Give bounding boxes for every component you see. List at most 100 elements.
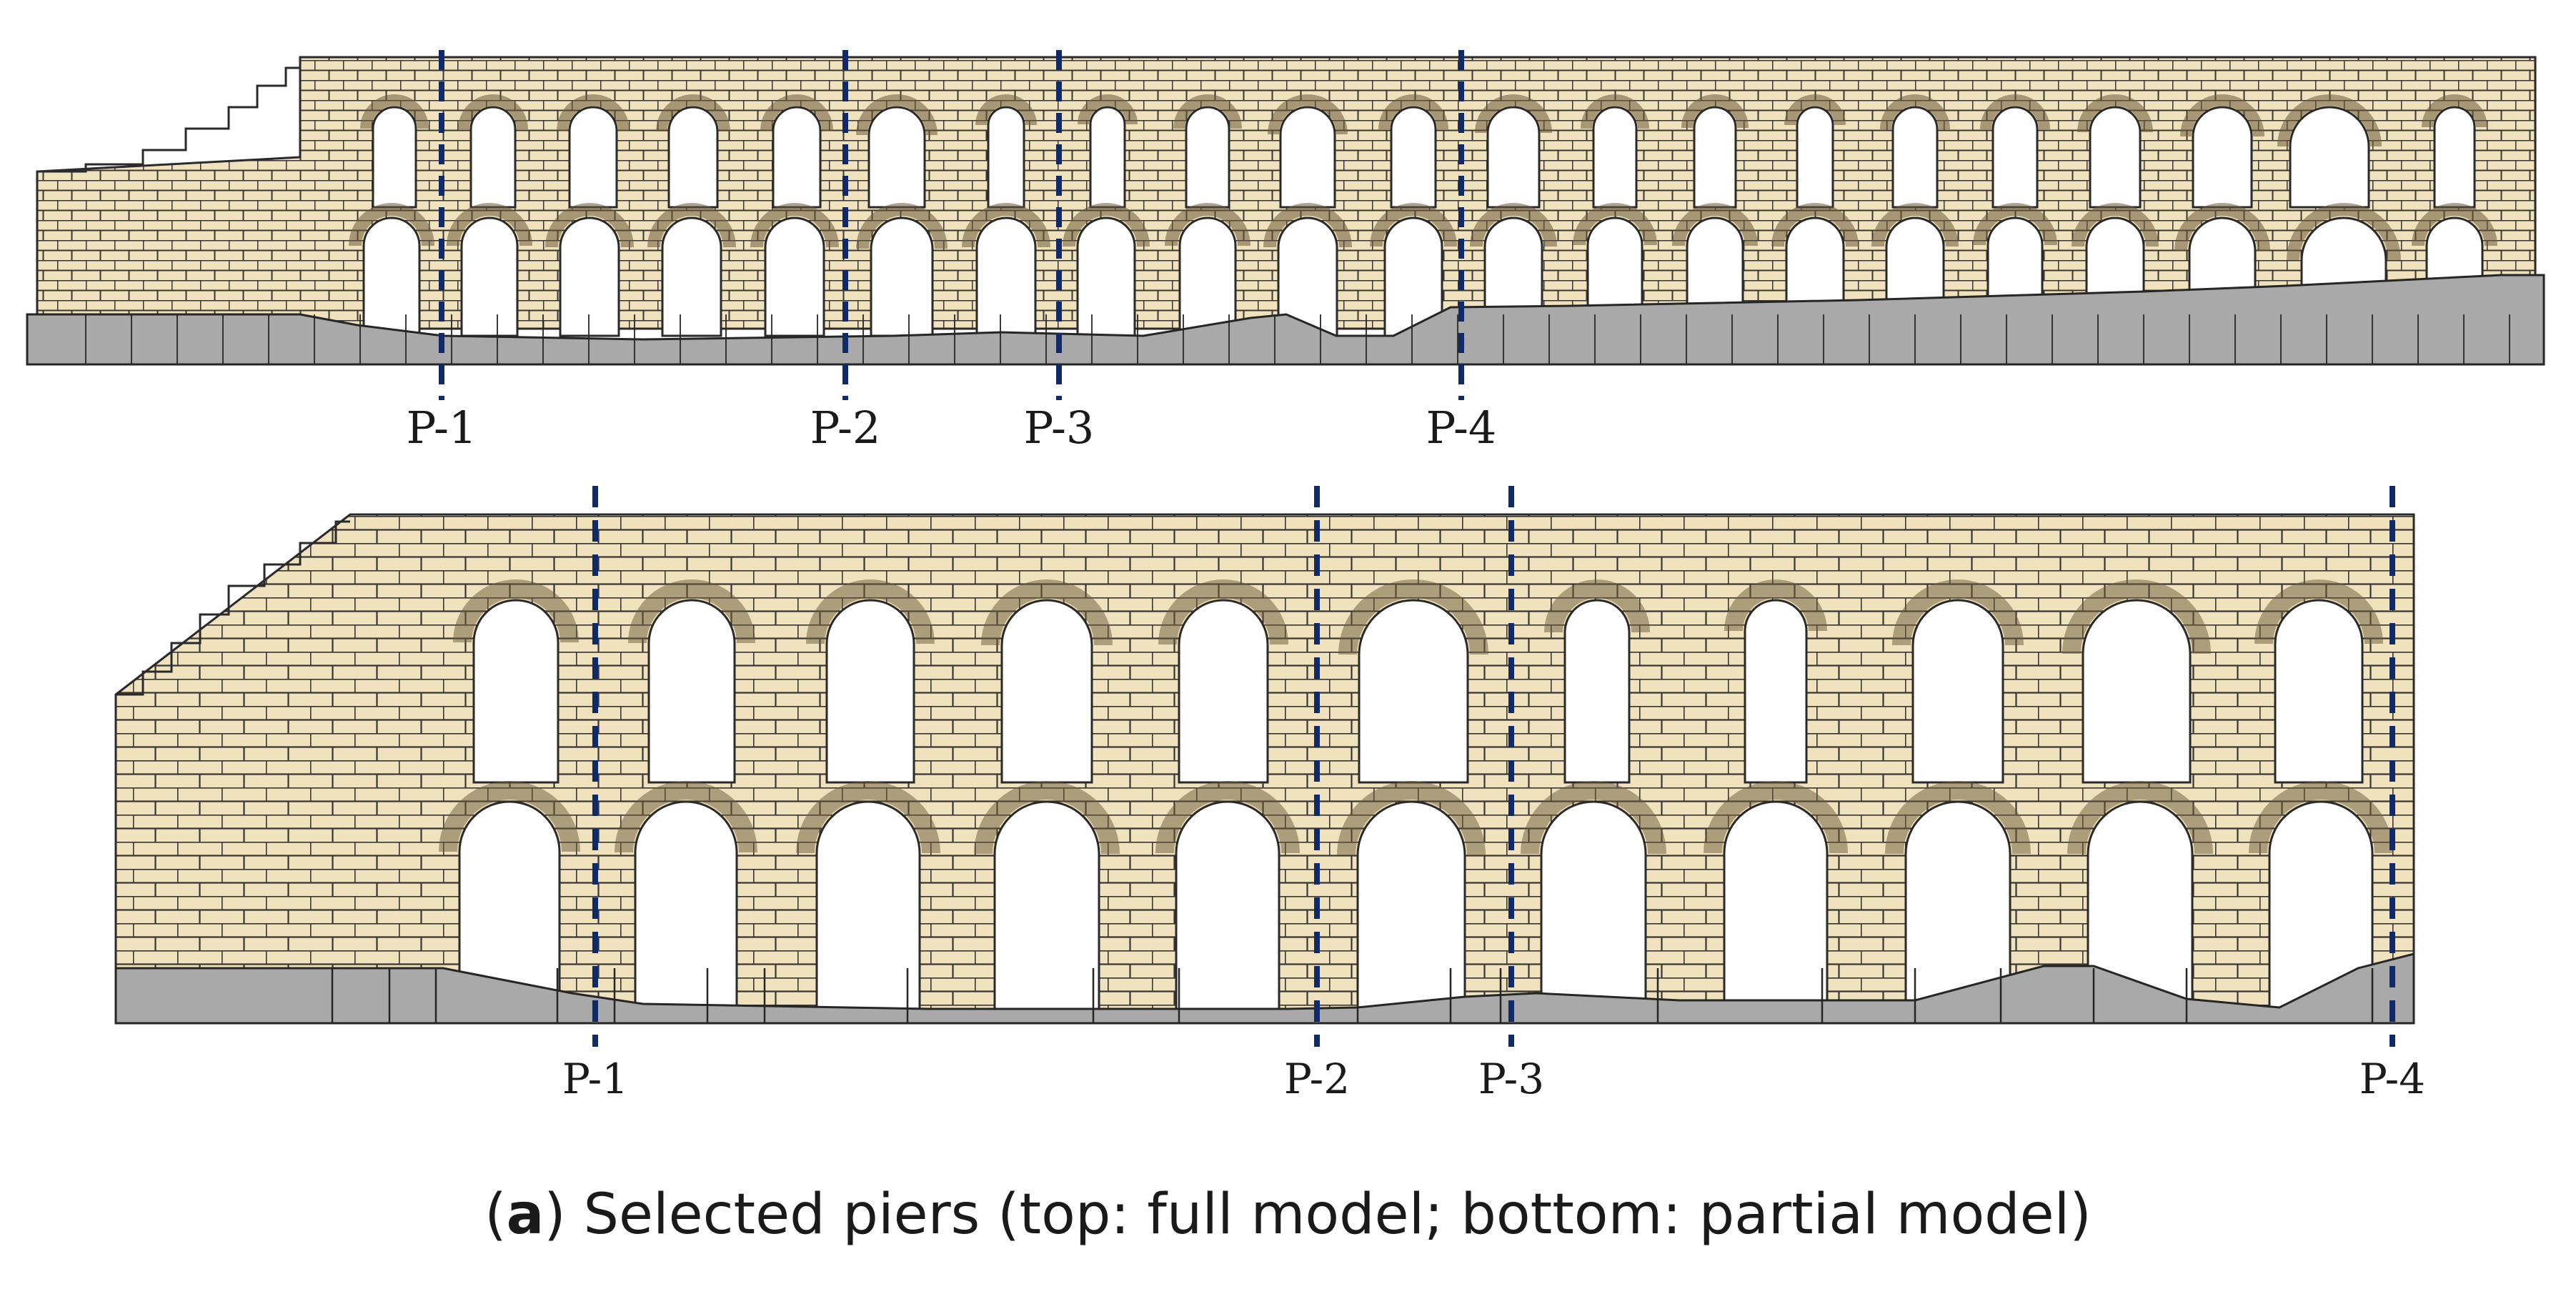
upper-arch-voussoir — [1581, 94, 1649, 129]
lower-arch-voussoir — [1771, 203, 1859, 247]
upper-arch-voussoir — [975, 94, 1037, 126]
upper-arch-voussoir — [1078, 94, 1138, 125]
upper-arch-opening — [1592, 106, 1638, 209]
partial-ruined-left-edge — [116, 520, 350, 696]
lower-arch-opening — [1723, 800, 1829, 1012]
upper-arch-voussoir — [557, 94, 630, 131]
upper-arch-opening — [1089, 106, 1126, 209]
lower-arch-voussoir — [615, 781, 757, 853]
upper-arch-voussoir — [2422, 94, 2487, 128]
pier-label-p-3: P-3 — [1024, 402, 1095, 454]
lower-arch-voussoir — [1672, 203, 1758, 247]
lower-arch-voussoir — [1973, 203, 2057, 246]
upper-arch-voussoir — [1724, 579, 1827, 632]
lower-arch-voussoir — [1871, 203, 1959, 247]
lower-arch-voussoir — [856, 203, 948, 249]
ruined-left-edge — [37, 66, 300, 173]
upper-arch-voussoir — [453, 579, 579, 643]
lower-arch-opening — [634, 800, 738, 1012]
upper-arch-voussoir — [656, 94, 730, 132]
pier-label-p-3: P-3 — [1478, 1055, 1544, 1103]
pier-label-p-2: P-2 — [810, 402, 881, 454]
upper-arch-voussoir — [1158, 579, 1288, 645]
upper-arch-voussoir — [760, 94, 833, 131]
upper-arch-voussoir — [628, 579, 755, 644]
lower-arch-voussoir — [962, 203, 1050, 248]
upper-arch-voussoir — [1173, 94, 1242, 129]
upper-arch-opening — [1891, 106, 1939, 209]
lower-arch-voussoir — [1885, 781, 2031, 855]
partial-model-ground-joints — [331, 968, 2374, 1023]
lower-arch-opening — [1904, 800, 2011, 1012]
lower-arch-opening — [2087, 800, 2194, 1012]
upper-arch-voussoir — [458, 94, 528, 130]
lower-arch-voussoir — [2174, 203, 2270, 252]
upper-arch-opening — [1486, 106, 1541, 209]
upper-arch-opening — [2082, 599, 2192, 784]
upper-arch-opening — [1178, 599, 1269, 784]
upper-arch-opening — [2289, 106, 2370, 209]
lower-arch-voussoir — [545, 203, 634, 248]
upper-arch-voussoir — [2277, 94, 2382, 147]
pier-label-p-1: P-1 — [407, 402, 477, 454]
upper-arch-voussoir — [1338, 579, 1488, 655]
upper-arch-voussoir — [1784, 94, 1846, 126]
upper-arch-voussoir — [981, 579, 1113, 646]
full-model-pier-labels: P-1 P-2 P-3 P-4 — [407, 402, 1497, 454]
lower-arch-voussoir — [1370, 203, 1457, 247]
upper-arch-opening — [372, 106, 417, 209]
upper-arch-voussoir — [1681, 94, 1749, 129]
partial-model-ground — [114, 952, 2415, 1025]
figure-caption: (a) Selected piers (top: full model; bot… — [0, 1183, 2576, 1247]
lower-arch-voussoir — [1470, 203, 1557, 247]
caption-letter: a — [506, 1183, 544, 1247]
pier-label-p-4: P-4 — [1426, 402, 1497, 454]
lower-arch-opening — [1178, 216, 1237, 337]
upper-arch-opening — [647, 599, 736, 784]
lower-arch-voussoir — [1704, 781, 1848, 854]
lower-arch-voussoir — [2072, 203, 2159, 247]
upper-arch-opening — [867, 106, 926, 209]
lower-arch-opening — [1540, 800, 1647, 1012]
upper-arch-opening — [1000, 599, 1093, 784]
full-model-section-lines — [439, 50, 1464, 400]
lower-arch-voussoir — [447, 203, 532, 247]
partial-model-section-lines — [592, 486, 2395, 1047]
upper-arch-voussoir — [1892, 579, 2024, 646]
upper-arch-opening — [2192, 106, 2253, 209]
lower-arch-voussoir — [1337, 781, 1486, 856]
caption-text: ) Selected piers (top: full model; botto… — [544, 1183, 2092, 1247]
upper-arch-voussoir — [856, 94, 938, 136]
upper-arch-voussoir — [1268, 94, 1348, 135]
upper-arch-opening — [469, 106, 517, 209]
upper-arch-voussoir — [360, 94, 429, 129]
lower-arch-opening — [362, 216, 421, 337]
upper-arch-opening — [825, 599, 915, 784]
lower-arch-voussoir — [974, 781, 1120, 855]
upper-arch-voussoir — [1880, 94, 1950, 130]
lower-arch-voussoir — [1263, 203, 1352, 248]
lower-arch-voussoir — [2249, 781, 2393, 854]
upper-arch-opening — [472, 599, 560, 784]
partial-model-openings — [439, 579, 2393, 1012]
upper-arch-voussoir — [1475, 94, 1552, 134]
lower-arch-voussoir — [1155, 781, 1300, 854]
lower-arch-opening — [460, 216, 519, 337]
full-model-ground-joints — [85, 314, 2510, 364]
upper-arch-voussoir — [2254, 579, 2383, 644]
upper-arch-voussoir — [2062, 579, 2211, 655]
upper-arch-opening — [568, 106, 618, 209]
upper-arch-voussoir — [2180, 94, 2264, 137]
lower-arch-voussoir — [439, 781, 580, 852]
upper-arch-opening — [1693, 106, 1737, 209]
lower-arch-opening — [2268, 800, 2374, 1012]
lower-arch-opening — [975, 216, 1037, 337]
lower-arch-voussoir — [1521, 781, 1666, 855]
upper-arch-opening — [1185, 106, 1230, 209]
upper-arch-opening — [2089, 106, 2142, 209]
lower-arch-voussoir — [796, 781, 940, 854]
lower-arch-voussoir — [750, 203, 839, 248]
